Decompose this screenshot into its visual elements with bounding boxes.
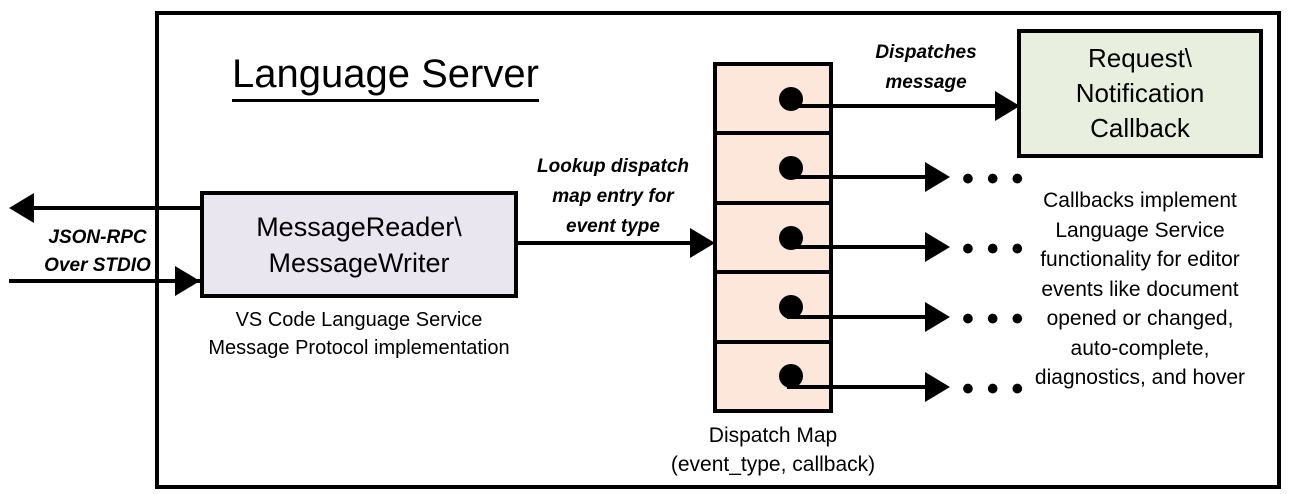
lookup-label-line3: event type — [566, 216, 660, 237]
dispatch-row3-line — [787, 245, 933, 249]
callback-dot-icon — [779, 364, 803, 389]
lookup-arrow-arrowhead-icon — [690, 228, 715, 258]
callback-box-line1: Request\ — [1087, 43, 1193, 73]
lookup-arrow-line — [518, 241, 694, 245]
dispatch-row3-arrowhead-icon — [925, 232, 950, 262]
outgoing-rpc-arrowhead-icon — [9, 193, 34, 223]
dispatches-label-line2: message — [885, 72, 967, 93]
dispatch-map-row[interactable] — [717, 344, 829, 409]
callback-caption-line4: events like document — [1041, 277, 1239, 301]
dispatch-row2-line — [787, 175, 933, 179]
dispatch-map-row[interactable] — [717, 274, 829, 344]
dispatch-map-caption: Dispatch Map (event_type, callback) — [653, 421, 893, 479]
callback-caption-line2: Language Service — [1055, 218, 1225, 242]
dispatch-row5-line — [787, 385, 933, 389]
lookup-label-line2: map entry for — [552, 186, 674, 207]
dispatch-row4-line — [787, 315, 933, 319]
message-reader-writer-caption: VS Code Language Service Message Protoco… — [200, 306, 518, 362]
dispatches-message-label: Dispatches message — [833, 38, 1019, 98]
callback-caption-line6: auto-complete, — [1070, 336, 1210, 360]
incoming-rpc-arrowhead-icon — [175, 266, 200, 296]
page-title: Language Server — [232, 50, 539, 102]
lookup-label-line1: Lookup dispatch — [537, 156, 689, 177]
dispatch-caption-line1: Dispatch Map — [708, 424, 838, 447]
dispatches-label-line1: Dispatches — [875, 42, 977, 63]
callback-box-line3: Callback — [1090, 113, 1190, 143]
dispatch-row1-line — [787, 104, 1005, 108]
callback-caption-line5: opened or changed, — [1046, 307, 1234, 330]
callback-caption-line3: functionality for editor — [1040, 248, 1240, 271]
reader-caption-line2: Message Protocol implementation — [208, 337, 510, 359]
lookup-dispatch-label: Lookup dispatch map entry for event type — [518, 152, 708, 242]
dispatch-row2-arrowhead-icon — [925, 162, 950, 192]
dispatch-map-row[interactable] — [717, 66, 829, 136]
dispatch-row1-arrowhead-icon — [995, 91, 1020, 121]
message-reader-writer-box[interactable]: MessageReader\ MessageWriter — [200, 191, 518, 298]
dispatch-row5-arrowhead-icon — [925, 372, 950, 402]
message-reader-label: MessageReader\ — [256, 211, 462, 242]
callback-caption-line7: diagnostics, and hover — [1034, 366, 1246, 389]
dispatch-map-table[interactable] — [713, 62, 833, 413]
dispatch-caption-line2: (event_type, callback) — [670, 453, 876, 476]
callback-caption-line1: Callbacks implement — [1043, 189, 1237, 212]
json-rpc-label: JSON-RPC Over STDIO — [30, 224, 165, 280]
message-writer-label: MessageWriter — [268, 247, 450, 278]
callback-box-line2: Notification — [1075, 78, 1205, 108]
callback-dot-icon — [779, 294, 803, 319]
request-notification-callback-box[interactable]: Request\ Notification Callback — [1017, 29, 1263, 158]
reader-caption-line1: VS Code Language Service — [235, 309, 483, 331]
json-rpc-label-line1: JSON-RPC — [48, 227, 147, 248]
dispatch-map-row[interactable] — [717, 135, 829, 205]
json-rpc-label-line2: Over STDIO — [44, 255, 151, 276]
language-server-boundary — [155, 11, 1281, 489]
dispatch-map-row[interactable] — [717, 205, 829, 275]
dispatch-row4-arrowhead-icon — [925, 302, 950, 332]
callback-caption: Callbacks implement Language Service fun… — [1009, 186, 1271, 393]
